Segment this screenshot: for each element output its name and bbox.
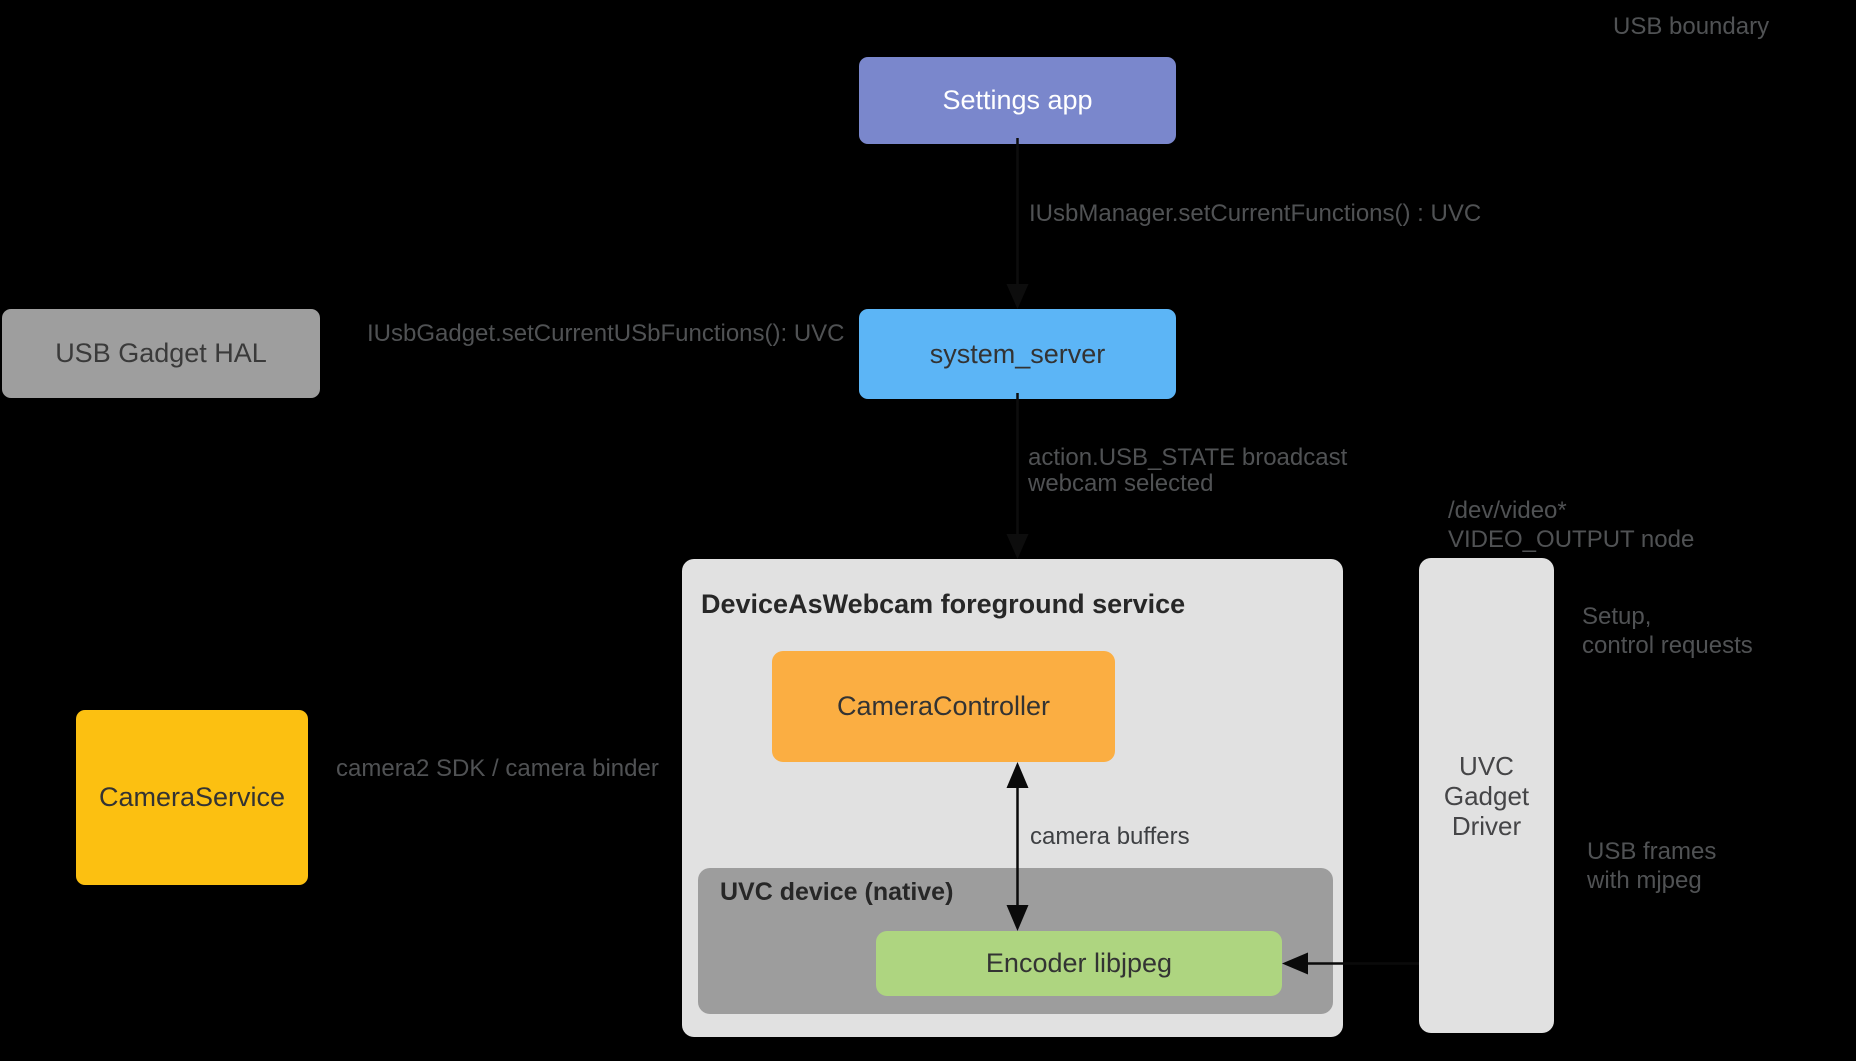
arrow-settings-to-system-server (1006, 138, 1029, 309)
uvc-gadget-driver-line3: Driver (1451, 810, 1522, 841)
dev-video-line2: VIDEO_OUTPUT node (1448, 526, 1695, 553)
usb-state-line2: webcam selected (1028, 470, 1214, 497)
uvc-gadget-driver-line2: Gadget (1443, 780, 1530, 811)
camera-controller-label: CameraController (836, 691, 1051, 721)
usb-frames-line2: with mjpeg (1587, 867, 1702, 894)
usb-state-line1: action.USB_STATE broadcast (1028, 444, 1348, 471)
system-server-node: system_server (859, 309, 1176, 399)
uvc-gadget-driver-node: UVC Gadget Driver (1419, 558, 1554, 1033)
iusbgadget-call-label: IUsbGadget.setCurrentUSbFunctions(): UVC (367, 320, 845, 347)
setup-line1: Setup, (1582, 603, 1652, 630)
setup-line2: control requests (1582, 632, 1753, 659)
settings-app-node: Settings app (859, 57, 1176, 144)
iusbmanager-call-label: IUsbManager.setCurrentFunctions() : UVC (1029, 200, 1482, 227)
usb-frames-line1: USB frames (1587, 838, 1717, 865)
usb-gadget-hal-node: USB Gadget HAL (2, 309, 320, 398)
uvc-device-container: UVC device (native) Encoder libjpeg (698, 868, 1333, 1014)
encoder-libjpeg-label: Encoder libjpeg (985, 948, 1173, 978)
uvc-gadget-driver-line1: UVC (1459, 750, 1514, 781)
foreground-service-container: DeviceAsWebcam foreground service Camera… (682, 559, 1343, 1037)
camera2-sdk-label: camera2 SDK / camera binder (336, 755, 659, 782)
uvc-device-title: UVC device (native) (720, 878, 954, 906)
dev-video-line1: /dev/video* (1448, 497, 1567, 524)
settings-app-label: Settings app (942, 85, 1093, 115)
camera-service-label: CameraService (98, 782, 286, 812)
camera-controller-node: CameraController (772, 651, 1115, 762)
arrow-system-server-to-service (1006, 393, 1029, 559)
usb-boundary-label: USB boundary (1613, 13, 1770, 40)
setup-control-requests-label: Setup,control requests (1582, 602, 1753, 660)
usb-gadget-hal-label: USB Gadget HAL (55, 338, 267, 368)
camera-service-node: CameraService (76, 710, 308, 885)
camera-buffers-label: camera buffers (1030, 823, 1190, 850)
foreground-service-title: DeviceAsWebcam foreground service (701, 589, 1186, 619)
system-server-label: system_server (929, 338, 1106, 369)
encoder-libjpeg-node: Encoder libjpeg (876, 931, 1282, 996)
dev-video-node-label: /dev/video*VIDEO_OUTPUT node (1448, 496, 1694, 554)
